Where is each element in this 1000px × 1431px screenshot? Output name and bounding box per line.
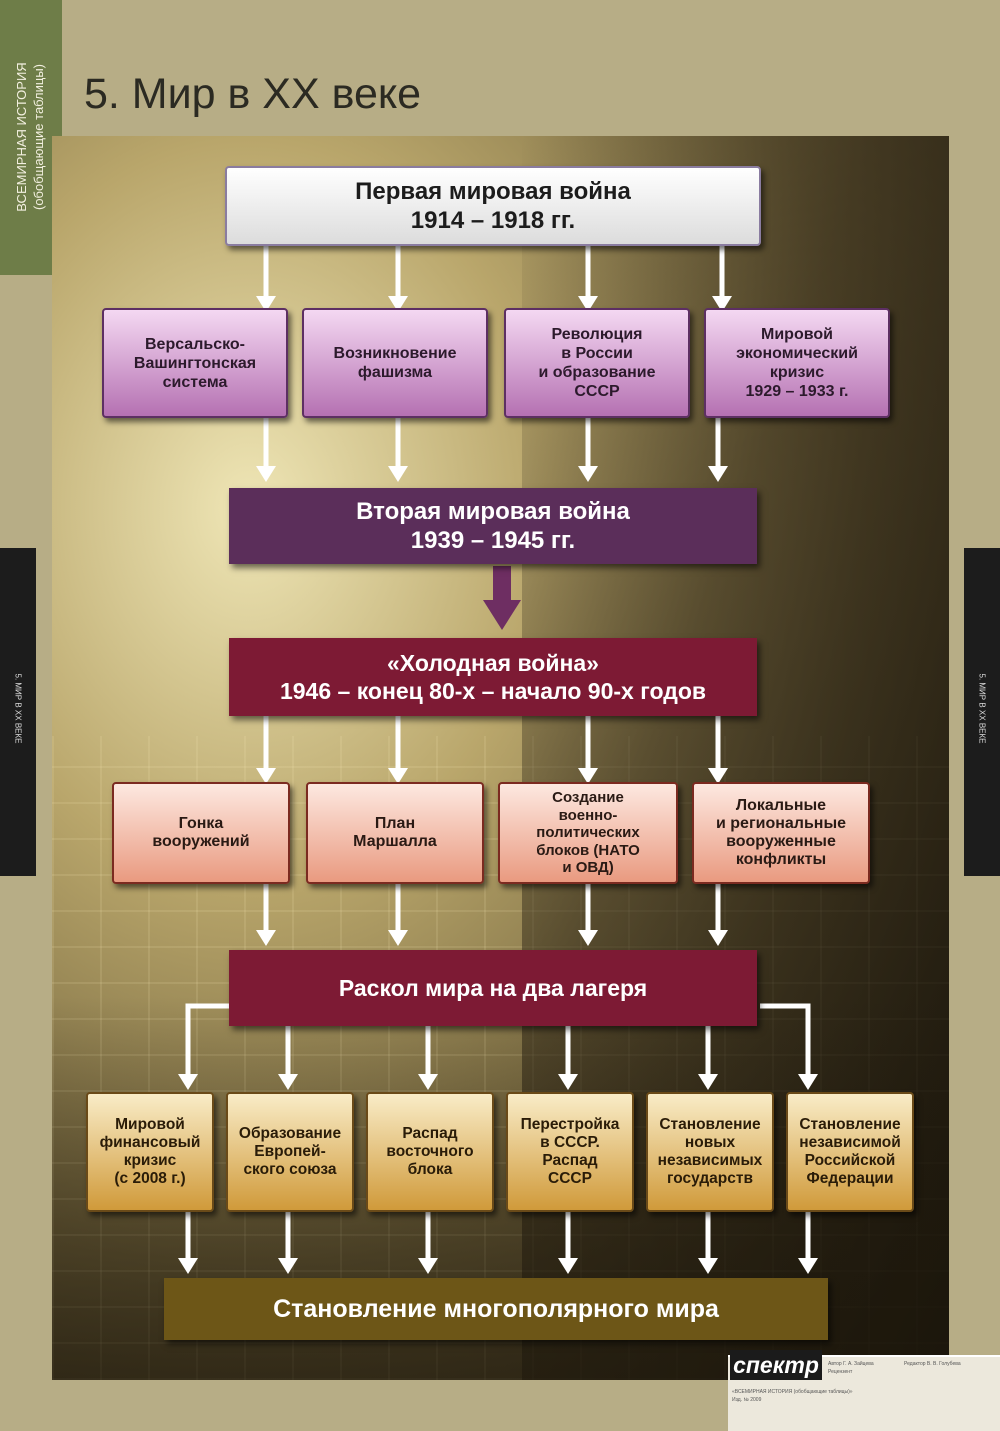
box-text-line: Становление <box>799 1116 901 1133</box>
box-text-line: конфликты <box>735 851 827 868</box>
effect-crisis-box: Мировой экономический кризис 1929 – 1933 г. <box>704 308 890 418</box>
box-text-line: и ОВД) <box>562 859 614 877</box>
box-text-line: государств <box>666 1170 754 1187</box>
box-text-line: экономический <box>736 345 858 362</box>
box-text-line: Распад <box>542 1152 598 1169</box>
box-text-line: СССР <box>548 1170 592 1187</box>
box-text-line: Распад <box>402 1125 458 1142</box>
box-text-line: Мировой <box>761 326 833 343</box>
cold-war-box: «Холодная война» 1946 – конец 80-х – нач… <box>229 638 757 716</box>
ww2-dates: 1939 – 1945 гг. <box>410 527 576 554</box>
right-side-tab <box>964 548 1000 876</box>
publisher-logo: спектр <box>730 1350 822 1380</box>
box-text-line: вооруженные <box>726 833 836 850</box>
split-label: Раскол мира на два лагеря <box>338 975 648 1001</box>
multipolar-world-box: Становление многополярного мира <box>164 1278 828 1340</box>
ww2-box: Вторая мировая война 1939 – 1945 гг. <box>229 488 757 564</box>
imprint-series: «ВСЕМИРНАЯ ИСТОРИЯ (обобщающие таблицы)» <box>732 1389 853 1395</box>
box-text-line: Маршалла <box>353 833 437 850</box>
box-text-line: Мировой <box>115 1116 185 1133</box>
box-text-line: Федерации <box>806 1170 894 1187</box>
left-side-tab <box>0 548 36 876</box>
box-text-line: независимых <box>657 1152 763 1169</box>
effect-fascism-box: Возникновение фашизма <box>302 308 488 418</box>
box-text-line: и образование <box>538 364 656 381</box>
multipolar-label: Становление многополярного мира <box>273 1294 719 1323</box>
imprint-editor: Редактор В. В. Голубева <box>904 1361 961 1367</box>
box-text-line: блока <box>407 1161 453 1178</box>
box-text-line: Локальные <box>735 797 827 814</box>
box-text-line: Российской <box>804 1152 896 1169</box>
box-text-line: Создание <box>552 789 624 807</box>
box-text-line: План <box>374 815 416 832</box>
box-text-line: Европей- <box>254 1143 326 1160</box>
box-text-line: кризис <box>123 1152 177 1169</box>
imprint-author: Автор Г. А. Зайцева <box>828 1361 874 1367</box>
box-text-line: в России <box>561 345 633 362</box>
box-text-line: 1929 – 1933 г. <box>745 383 849 400</box>
box-text-line: Версальско- <box>144 335 245 353</box>
box-text-line: Вашингтонская <box>133 354 257 372</box>
box-text-line: независимой <box>799 1134 901 1151</box>
box-text-line: военно- <box>558 806 618 824</box>
box-text-line: кризис <box>769 364 825 381</box>
cold-war-title: «Холодная война» <box>387 650 599 676</box>
box-text-line: и региональные <box>715 815 846 832</box>
box-text-line: финансовый <box>99 1134 201 1151</box>
box-text-line: блоков (НАТО <box>536 841 640 859</box>
box-text-line: Гонка <box>178 815 224 832</box>
box-text-line: Перестройка <box>520 1116 620 1133</box>
imprint-number: Изд. № 2009 <box>732 1397 762 1403</box>
box-text-line: вооружений <box>152 833 250 850</box>
ww1-dates: 1914 – 1918 гг. <box>410 207 576 234</box>
imprint-reviewer: Рецензент <box>828 1369 853 1375</box>
page-title: 5. Мир в XX веке <box>84 70 422 118</box>
box-text-line: Образование <box>238 1125 342 1142</box>
box-text-line: Революция <box>551 326 643 343</box>
cold-war-dates: 1946 – конец 80-х – начало 90-х годов <box>279 678 707 704</box>
ww1-box: Первая мировая война 1914 – 1918 гг. <box>225 166 761 246</box>
box-text-line: новых <box>684 1134 736 1151</box>
box-text-line: политических <box>536 824 640 842</box>
sidebar-panel <box>0 0 62 275</box>
box-text-line: Становление <box>659 1116 761 1133</box>
box-text-line: (с 2008 г.) <box>114 1170 186 1187</box>
ww2-title: Вторая мировая война <box>356 498 630 525</box>
box-text-line: ского союза <box>243 1161 337 1178</box>
box-text-line: система <box>162 373 228 391</box>
box-text-line: Возникновение <box>333 345 457 362</box>
ww1-title: Первая мировая война <box>355 178 631 205</box>
box-text-line: восточного <box>386 1143 474 1160</box>
box-text-line: в СССР. <box>540 1134 600 1151</box>
box-text-line: СССР <box>574 383 620 400</box>
box-text-line: фашизма <box>357 364 433 381</box>
split-box: Раскол мира на два лагеря <box>229 950 757 1026</box>
